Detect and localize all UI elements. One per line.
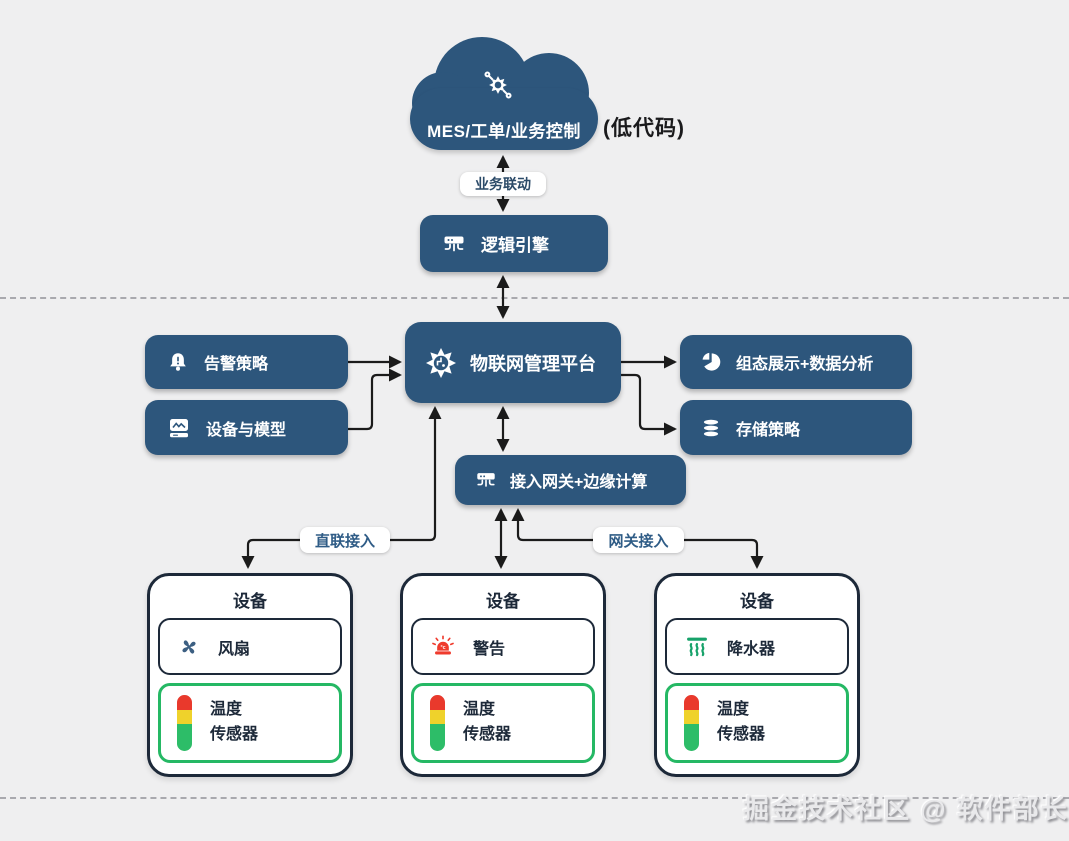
watermark: 掘金技术社区 @ 软件部长 <box>743 794 1069 824</box>
gateway-node: 接入网关+边缘计算 <box>455 455 686 505</box>
tower-light-icon <box>684 695 699 751</box>
cloud-base <box>410 88 598 150</box>
actuator-label: 警告 <box>473 640 506 658</box>
sensor-label-line2: 传感器 <box>463 726 512 743</box>
sensor-label: 温度 传感器 <box>717 698 765 748</box>
cloud-label: MES/工单/业务控制 <box>427 122 581 141</box>
sensor-item: 温度 传感器 <box>665 683 849 763</box>
actuator-item: °c 警告 <box>411 618 595 675</box>
actuator-item: 降水器 <box>665 618 849 675</box>
device-title: 设备 <box>740 592 774 611</box>
sensor-label: 温度 传感器 <box>210 698 258 748</box>
sensor-label: 温度 传感器 <box>463 698 511 748</box>
actuator-item: 风扇 <box>158 618 342 675</box>
sensor-label-line2: 传感器 <box>717 726 766 743</box>
sensor-item: 温度 传感器 <box>158 683 342 763</box>
storage-node: 存储策略 <box>680 400 912 455</box>
separator-dashed-bottom <box>0 797 1069 799</box>
separator-dashed-top <box>0 297 1069 299</box>
device-title: 设备 <box>233 592 267 611</box>
device-model-label: 设备与模型 <box>206 421 287 439</box>
low-code-note: (低代码) <box>603 117 685 140</box>
fan-icon <box>182 639 196 654</box>
business-linkage-label: 业务联动 <box>460 172 546 196</box>
logic-engine-label: 逻辑引擎 <box>481 236 549 255</box>
device-card: 设备 风扇 温度 传感器 <box>147 573 353 777</box>
gear-burst-icon <box>425 347 457 379</box>
device-model-icon <box>167 416 191 440</box>
actuator-label: 降水器 <box>727 640 776 658</box>
actuator-label: 风扇 <box>218 640 251 658</box>
sensor-label-line1: 温度 <box>210 701 243 719</box>
iot-network-icon <box>484 71 512 99</box>
svg-text:°c: °c <box>440 644 445 650</box>
sensor-item: 温度 传感器 <box>411 683 595 763</box>
database-icon <box>700 417 722 439</box>
iot-platform-node: 物联网管理平台 <box>405 322 621 403</box>
sprinkler-icon <box>687 637 707 656</box>
sensor-label-line2: 传感器 <box>210 726 259 743</box>
alarm-bell-icon <box>167 351 189 373</box>
alert-strategy-label: 告警策略 <box>204 356 269 373</box>
gateway-label: 接入网关+边缘计算 <box>510 474 648 491</box>
device-title: 设备 <box>486 592 520 611</box>
tower-light-icon <box>430 695 445 751</box>
alert-strategy-node: 告警策略 <box>145 335 348 389</box>
scada-node: 组态展示+数据分析 <box>680 335 912 389</box>
direct-access-label: 直联接入 <box>300 527 390 553</box>
device-card: 设备 °c 警告 温度 传感器 <box>400 573 606 777</box>
sensor-label-line1: 温度 <box>717 701 750 719</box>
sensor-label-line1: 温度 <box>463 701 496 719</box>
device-card: 设备 降水器 温度 传感器 <box>654 573 860 777</box>
device-model-node: 设备与模型 <box>145 400 348 455</box>
gateway-access-label: 网关接入 <box>593 527 684 553</box>
tower-light-icon <box>177 695 192 751</box>
logic-engine-node: 逻辑引擎 <box>420 215 608 272</box>
scada-label: 组态展示+数据分析 <box>736 356 874 373</box>
storage-label: 存储策略 <box>736 421 801 439</box>
router-icon <box>442 232 466 256</box>
siren-icon: °c <box>432 634 454 654</box>
pie-chart-icon <box>700 351 722 373</box>
iot-platform-label: 物联网管理平台 <box>470 353 596 374</box>
router-icon <box>475 469 497 491</box>
